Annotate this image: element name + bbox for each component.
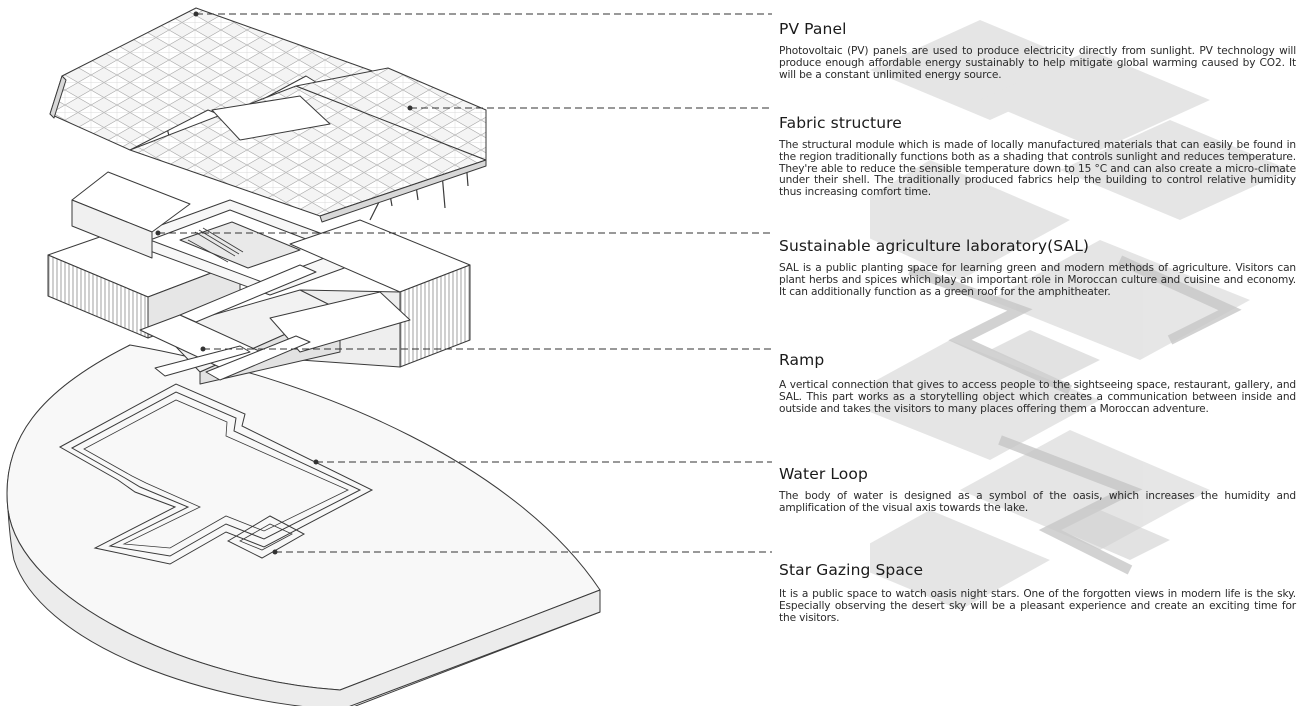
- callout-pv-panel: PV Panel Photovoltaic (PV) panels are us…: [779, 19, 1296, 81]
- building-axonometric: [6, 7, 601, 706]
- callout-body-ramp: A vertical connection that gives to acce…: [779, 379, 1296, 415]
- callout-title-ramp: Ramp: [779, 351, 825, 369]
- ghost-plan-background: [870, 20, 1290, 610]
- star-gazing-platform: [226, 515, 306, 559]
- pv-panel-roof: [49, 7, 487, 223]
- callout-ramp: Ramp A vertical connection that gives to…: [779, 350, 1296, 415]
- callout-title-water-loop: Water Loop: [779, 465, 868, 483]
- callout-title-pv-panel: PV Panel: [779, 20, 847, 38]
- callout-body-water-loop: The body of water is designed as a symbo…: [779, 490, 1296, 514]
- callout-title-sal: Sustainable agriculture laboratory(SAL): [779, 237, 1090, 255]
- callout-title-star-gazing: Star Gazing Space: [779, 561, 924, 579]
- callout-star-gazing: Star Gazing Space It is a public space t…: [779, 560, 1296, 624]
- ramp: [139, 264, 317, 381]
- callout-fabric-structure: Fabric structure The structural module w…: [779, 113, 1296, 199]
- callout-body-fabric-structure: The structural module which is made of l…: [779, 139, 1296, 199]
- callout-body-pv-panel: Photovoltaic (PV) panels are used to pro…: [779, 45, 1296, 81]
- callout-title-fabric-structure: Fabric structure: [779, 114, 902, 132]
- leader-dot-water-loop: [313, 459, 319, 465]
- callout-sal: Sustainable agriculture laboratory(SAL) …: [779, 236, 1296, 298]
- leader-dot-sal: [155, 230, 161, 236]
- base-disc: [6, 344, 601, 706]
- leader-dot-ramp: [200, 346, 206, 352]
- callout-water-loop: Water Loop The body of water is designed…: [779, 464, 1296, 515]
- building-block: [47, 171, 471, 385]
- leader-dot-fabric-structure: [407, 105, 413, 111]
- leader-dot-star-gazing: [272, 549, 278, 555]
- water-loop-channel: [58, 383, 374, 565]
- callout-body-sal: SAL is a public planting space for learn…: [779, 262, 1296, 298]
- callout-body-star-gazing: It is a public space to watch oasis nigh…: [779, 588, 1296, 624]
- leader-dot-pv-panel: [193, 11, 199, 17]
